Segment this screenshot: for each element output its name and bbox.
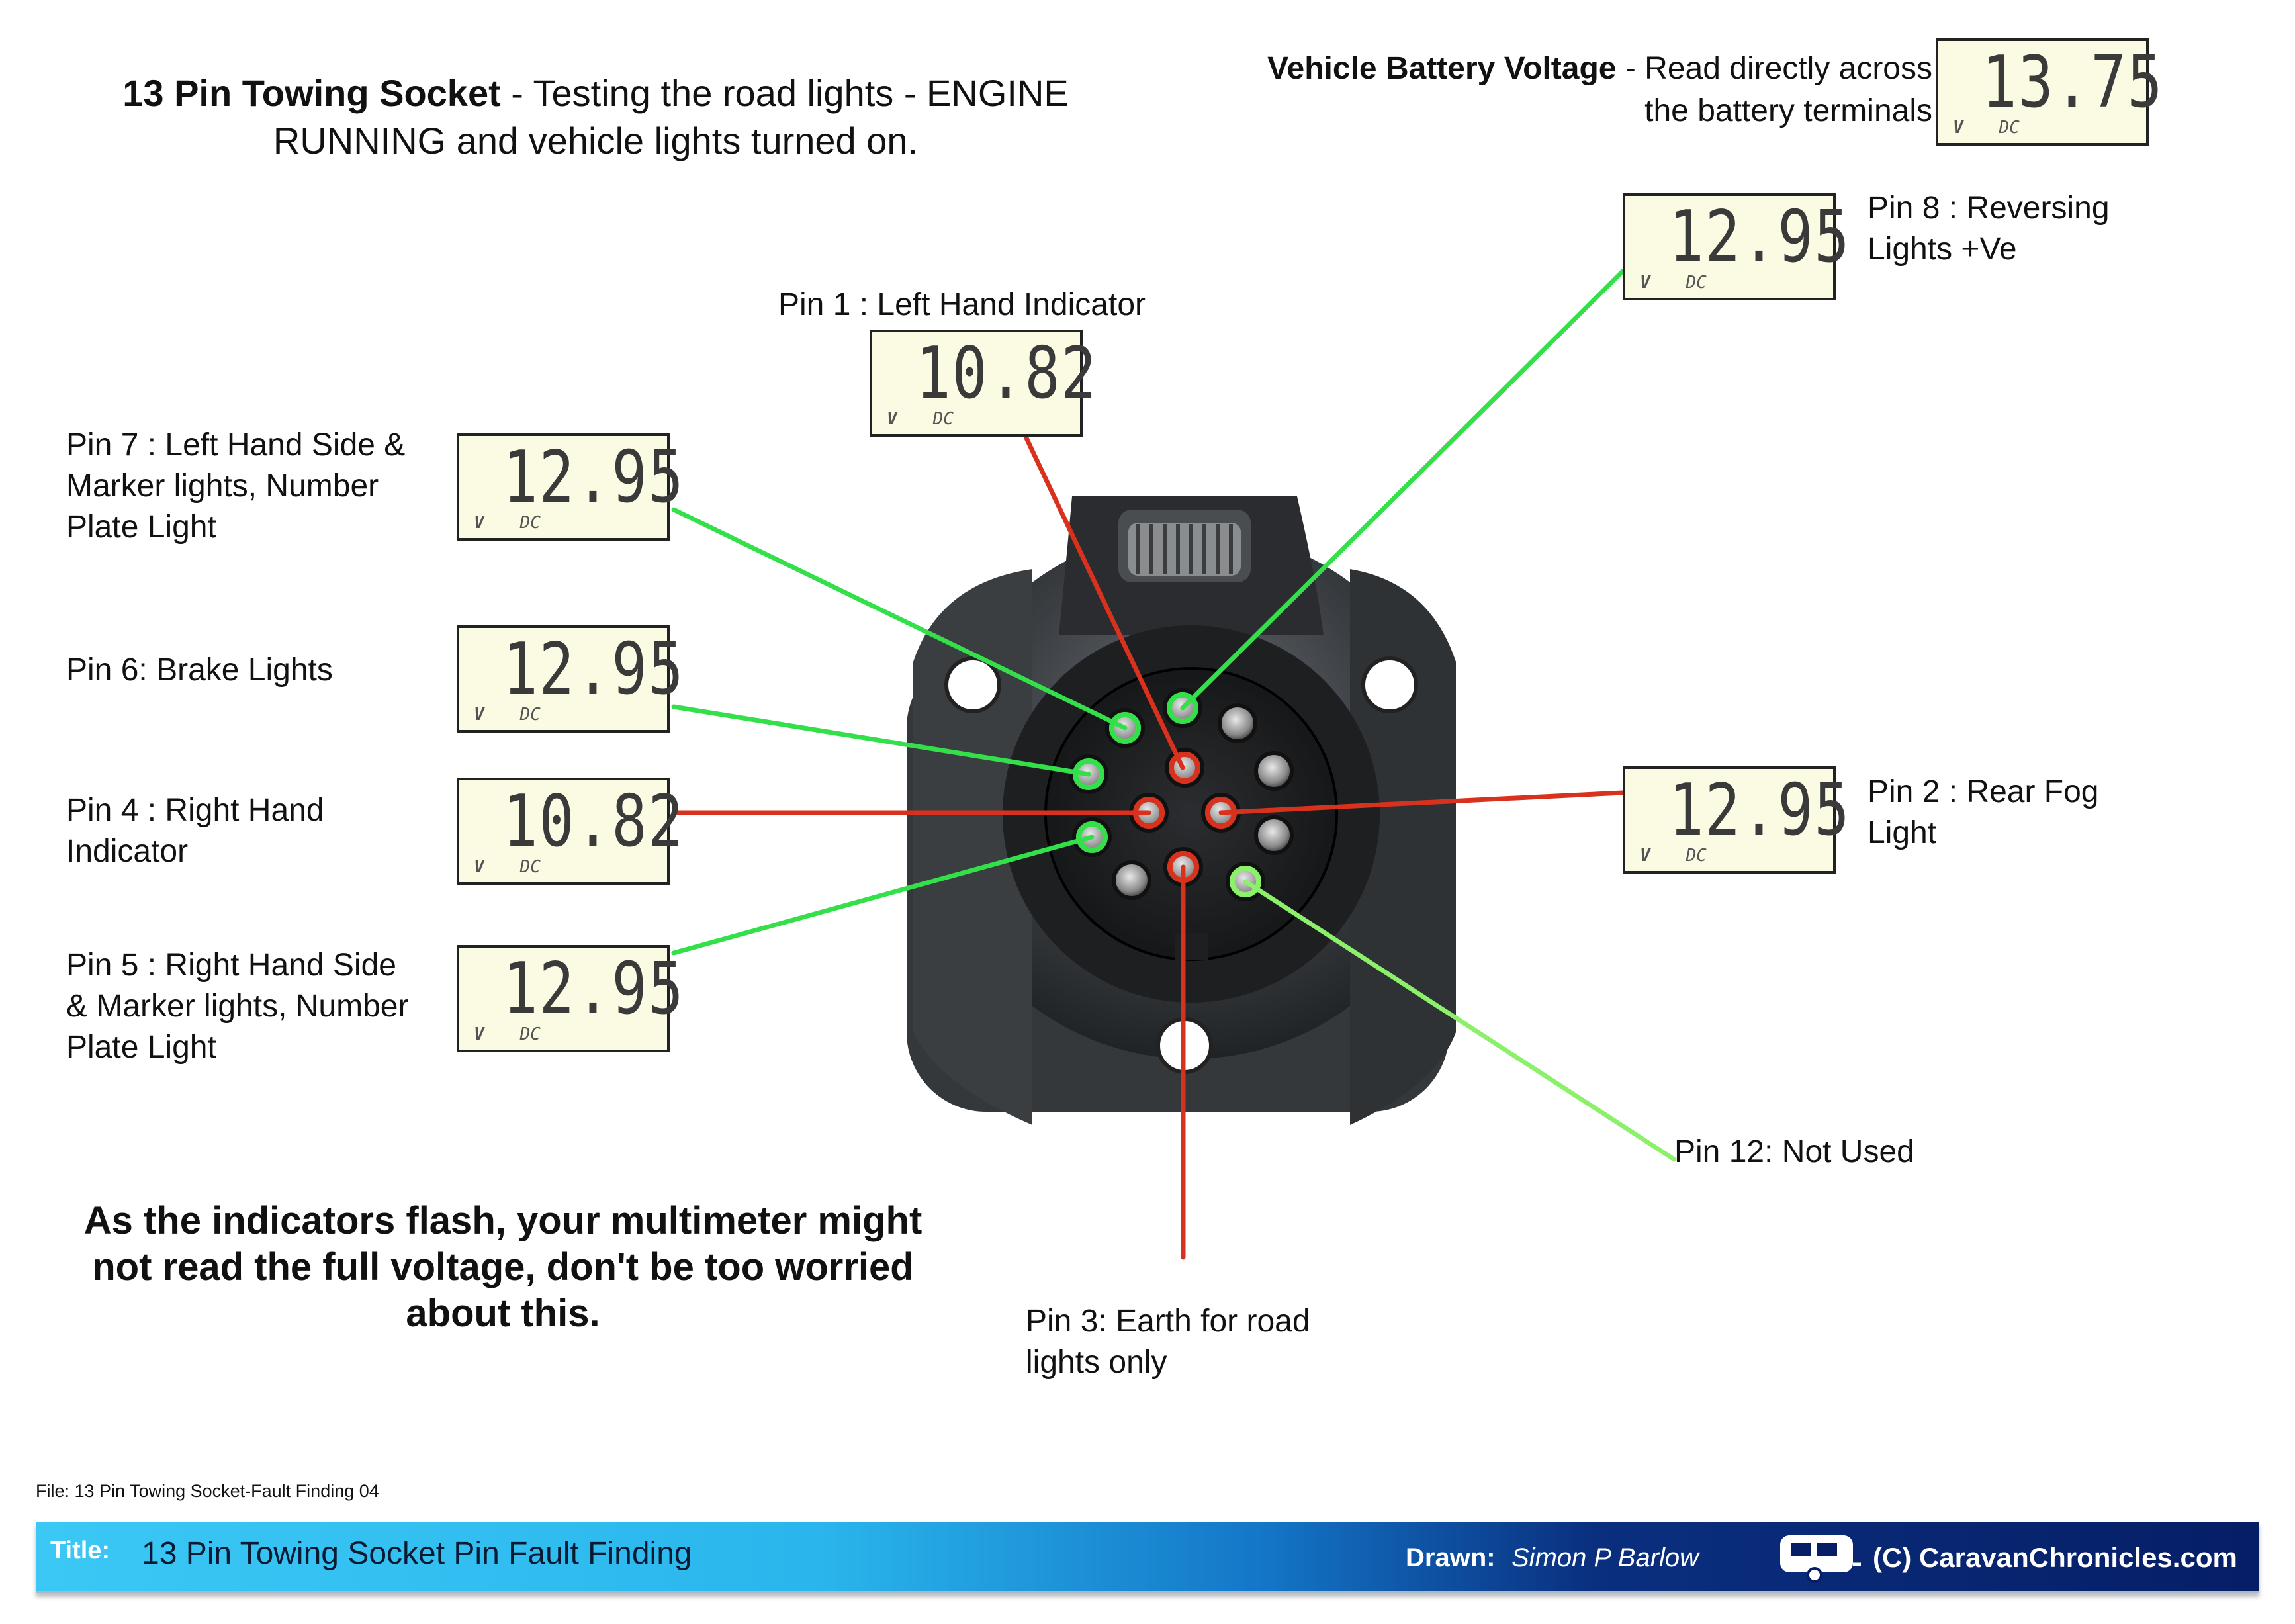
footer-drawn-key: Drawn: [1406, 1543, 1496, 1572]
pin12-marker [1230, 866, 1261, 897]
footer-title-key: Title: [50, 1537, 111, 1564]
pin1-marker [1169, 752, 1200, 784]
wire-pin6 [671, 704, 1091, 777]
file-label: File: 13 Pin Towing Socket-Fault Finding… [36, 1481, 379, 1501]
footer-bar: Title: 13 Pin Towing Socket Pin Fault Fi… [36, 1522, 2259, 1593]
battery-voltage-label: Vehicle Battery Voltage - Read directly … [1267, 51, 1932, 128]
wire-pin8 [1180, 269, 1625, 711]
pin5-marker [1076, 821, 1108, 853]
pin12-label: Pin 12: Not Used [1674, 1134, 1914, 1169]
pin3-marker [1167, 851, 1199, 883]
pin6-meter-reading: 12.95 [502, 628, 685, 711]
pin3-label: Pin 3: Earth for road lights only [1026, 1304, 1310, 1380]
pin1-meter-reading: 10.82 [915, 332, 1098, 415]
pin5-label: Pin 5 : Right Hand Side & Marker lights,… [66, 948, 409, 1065]
caravan-icon [1780, 1535, 1861, 1583]
pin4-meter-reading: 10.82 [502, 780, 685, 863]
pin7-meter-reading: 12.95 [502, 436, 685, 519]
pin8-meter-reading: 12.95 [1668, 196, 1851, 279]
pin2-meter-reading: 12.95 [1668, 769, 1851, 852]
pin1-label: Pin 1 : Left Hand Indicator [778, 287, 1146, 322]
pin4-label: Pin 4 : Right Hand Indicator [66, 793, 324, 869]
pin6-label: Pin 6: Brake Lights [66, 653, 333, 688]
pin5-meter-reading: 12.95 [502, 948, 685, 1030]
pin2-marker [1205, 797, 1237, 829]
indicator-note: As the indicators flash, your multimeter… [83, 1199, 922, 1335]
footer-brand: (C) CaravanChronicles.com [1873, 1542, 2237, 1573]
wire-pin7 [671, 507, 1128, 731]
pin8-marker [1167, 692, 1198, 724]
wire-pin12 [1243, 879, 1677, 1162]
wire-pin2 [1218, 790, 1625, 815]
mounting-hole-left [944, 656, 1001, 713]
wire-pin1 [1023, 434, 1185, 770]
hinge-spring [1128, 523, 1241, 576]
pin8-label: Pin 8 : Reversing Lights +Ve [1868, 191, 2110, 267]
pin7-marker [1109, 712, 1141, 744]
footer-title: 13 Pin Towing Socket Pin Fault Finding [142, 1536, 692, 1571]
footer-drawn: Simon P Barlow [1511, 1543, 1699, 1572]
pin2-label: Pin 2 : Rear Fog Light [1868, 774, 2099, 850]
pin7-label: Pin 7 : Left Hand Side & Marker lights, … [66, 428, 406, 545]
wire-pin5 [671, 835, 1095, 956]
pin4-marker [1133, 797, 1165, 829]
pin6-marker [1073, 758, 1104, 790]
battery-meter-reading: 13.75 [1981, 41, 2164, 124]
page-title: 13 Pin Towing Socket - Testing the road … [122, 72, 1069, 161]
mounting-hole-right [1361, 656, 1418, 713]
